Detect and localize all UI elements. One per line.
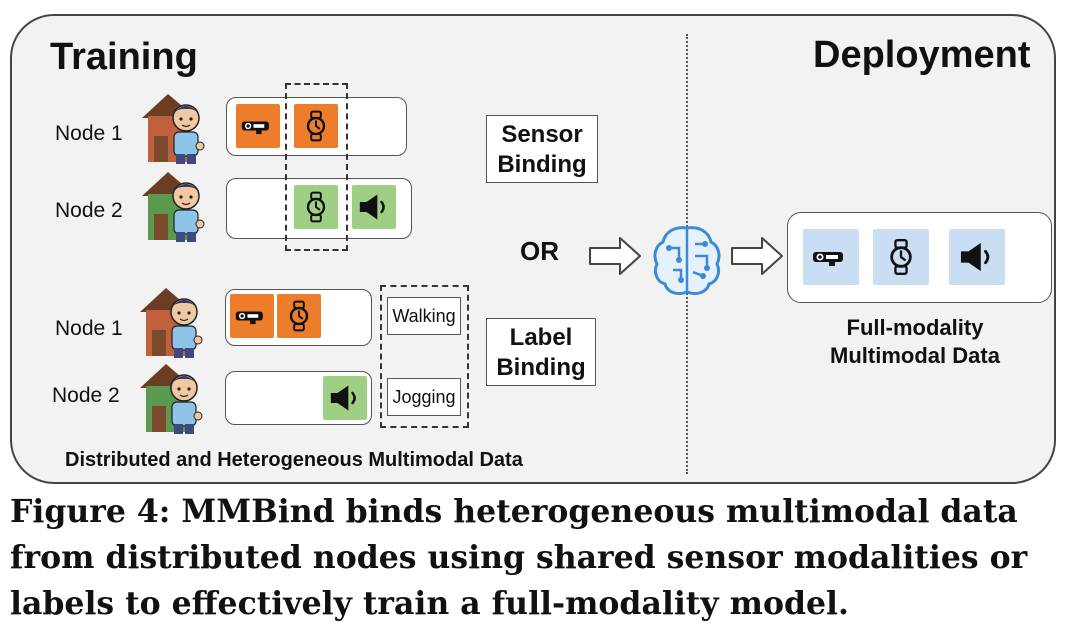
label-binding-line1: Label <box>509 324 573 351</box>
modality-audio <box>323 376 367 420</box>
house-user-icon <box>138 166 210 244</box>
activity-label-walking: Walking <box>387 297 461 335</box>
figure-caption-line: labels to effectively train a full-modal… <box>10 585 849 622</box>
speaker-icon <box>957 240 997 274</box>
house-user-icon <box>138 88 210 166</box>
modality-camera <box>803 229 859 285</box>
depth-camera-icon <box>234 306 270 326</box>
watch-icon <box>287 299 311 333</box>
modality-camera <box>230 294 274 338</box>
label-binding-box: Label Binding <box>486 318 596 386</box>
deployment-caption-line2: Multimodal Data <box>830 343 1000 368</box>
modality-watch <box>277 294 321 338</box>
shared-label-highlight <box>380 285 469 428</box>
speaker-icon <box>328 383 362 413</box>
activity-label-jogging: Jogging <box>387 378 461 416</box>
modality-audio <box>352 185 396 229</box>
house-user-icon <box>136 358 208 436</box>
training-title: Training <box>50 36 198 78</box>
deployment-caption-line1: Full-modality <box>846 315 984 340</box>
figure-caption-line: from distributed nodes using shared sens… <box>10 539 1028 576</box>
arrow-right-icon <box>730 236 784 276</box>
modality-watch <box>294 185 338 229</box>
node-label: Node 1 <box>55 122 123 145</box>
node-label: Node 1 <box>55 317 123 340</box>
node-label: Node 2 <box>52 384 120 407</box>
depth-camera-icon <box>811 246 851 268</box>
deployment-title: Deployment <box>813 34 1031 76</box>
training-data-caption: Distributed and Heterogeneous Multimodal… <box>65 449 523 471</box>
modality-camera <box>236 104 280 148</box>
deployment-caption: Full-modality Multimodal Data <box>790 314 1040 370</box>
arrow-right-icon <box>588 236 642 276</box>
sensor-binding-line2: Binding <box>497 151 587 178</box>
modality-watch <box>294 104 338 148</box>
sensor-binding-line1: Sensor <box>501 121 583 148</box>
model-brain-icon <box>647 220 727 300</box>
label-binding-line2: Binding <box>496 354 586 381</box>
house-user-icon <box>136 282 208 360</box>
speaker-icon <box>357 192 391 222</box>
or-text: OR <box>520 236 559 266</box>
watch-icon <box>887 237 915 277</box>
sensor-binding-box: Sensor Binding <box>486 115 598 183</box>
depth-camera-icon <box>240 116 276 136</box>
node-label: Node 2 <box>55 199 123 222</box>
modality-watch <box>873 229 929 285</box>
modality-audio <box>949 229 1005 285</box>
figure-caption-line: Figure 4: MMBind binds heterogeneous mul… <box>10 493 1018 530</box>
shared-sensor-highlight <box>285 83 348 251</box>
